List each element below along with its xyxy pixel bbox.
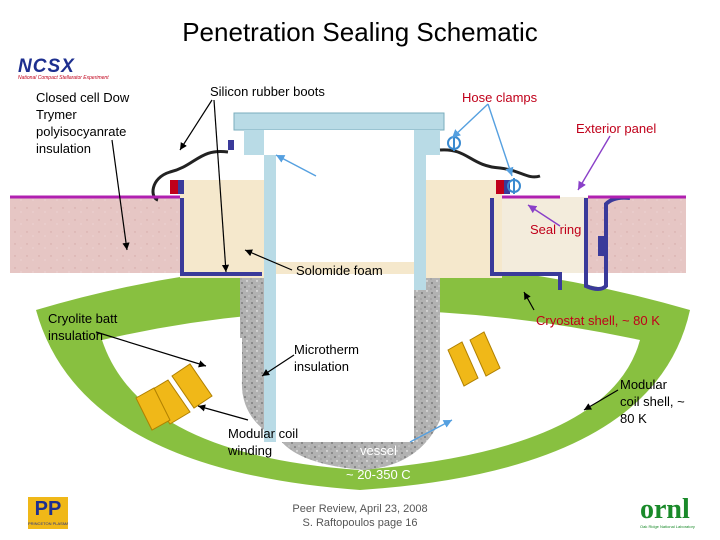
solomide-strip [276,262,414,274]
footer-line-2: S. Raftopoulos page 16 [302,517,418,529]
pppl-logo-subtext: PRINCETON PLASMA PHYSICS LAB [28,521,68,529]
rubber-boot-right [439,148,541,179]
label-seal-ring: Seal ring [530,222,582,237]
ncsx-logo-subtext: National Compact Stellarator Experiment [18,75,109,81]
clamp-block-top-left [228,140,234,150]
label-cryostat-shell: Cryostat shell, ~ 80 K [536,313,660,328]
label-solomide-foam: Solomide foam [296,263,383,278]
label-coil-shell: Modular coil shell, ~ 80 K [620,377,685,426]
ornl-logo-text: ornl [640,494,690,525]
exterior-panel-left [10,197,180,273]
clamp-block-right [496,180,504,194]
label-flange: flange [318,210,354,225]
coil-windings [135,331,501,431]
port-wall-left [244,130,264,155]
seal-ring-right [490,198,562,290]
foam-left [180,180,268,278]
label-temp-bottom: ~ 20-350 C [346,467,411,482]
label-temp-top: ~ 20-150 C [318,235,383,250]
footer-line-1: Peer Review, April 23, 2008 [292,503,428,515]
label-coil-winding: Modular coil winding [228,426,299,458]
pppl-logo-text: PP [28,497,68,521]
ncsx-logo-text: NCSX [18,56,75,77]
label-microtherm: Microtherm insulation [294,342,360,374]
ornl-logo-subtext: Oak Ridge National Laboratory [640,524,695,529]
port-flange [233,112,445,131]
slide-title: Penetration Sealing Schematic [182,17,538,47]
exterior-panel-right [588,197,686,273]
clamp-block-left-b [178,180,184,194]
label-vacuum-vessel: Vacuum vessel [360,426,407,458]
seal-ring-block [598,236,606,256]
label-port-extension: Port extension [318,167,374,199]
label-hose-clamps: Hose clamps [462,90,538,105]
port-extension-inner [264,130,414,442]
port-wall-right [414,130,440,155]
port-tube-right [414,155,426,290]
footer: Peer Review, April 23, 2008 S. Raftopoul… [260,502,460,530]
seal-ring-left [180,198,262,276]
clamp-block-left [170,180,178,194]
foam-right-lower [502,197,588,273]
foam-right [414,180,502,278]
label-cryolite: Cryolite batt insulation [48,311,118,343]
rubber-boot-left [151,149,229,202]
label-exterior-panel: Exterior panel [576,121,657,136]
ncsx-logo: NCSX National Compact Stellarator Experi… [18,56,138,81]
label-rubber-boots: Silicon rubber boots [210,84,325,99]
label-insulation: Closed cell Dow Trymer polyisocyanrate i… [36,90,130,156]
ornl-logo: ornl Oak Ridge National Laboratory [640,496,716,534]
pppl-logo: PP PRINCETON PLASMA PHYSICS LAB [28,497,72,533]
port-tube-left [264,155,276,442]
clamp-block-right-b [504,180,510,194]
